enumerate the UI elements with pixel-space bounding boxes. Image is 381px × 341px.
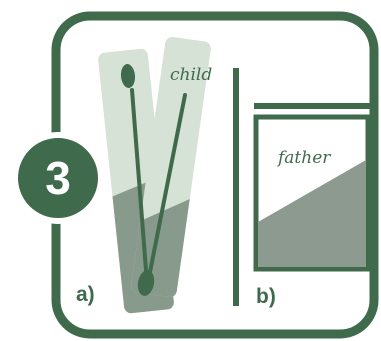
swab-tip-left [120, 64, 136, 88]
bag-seal [254, 103, 370, 109]
step-number: 3 [45, 152, 71, 204]
step-badge: 3 [12, 132, 104, 224]
swab-label-child: child [170, 65, 212, 85]
bag-label-father: father [276, 148, 331, 168]
sample-bag: father [253, 103, 371, 272]
panel-b-label: b) [256, 285, 276, 308]
panel-a-label: a) [76, 283, 95, 306]
swab-tip-right [137, 270, 155, 296]
swab-stick-left [130, 88, 149, 285]
bag-contents [258, 160, 366, 267]
swab-stick-right [148, 93, 187, 274]
